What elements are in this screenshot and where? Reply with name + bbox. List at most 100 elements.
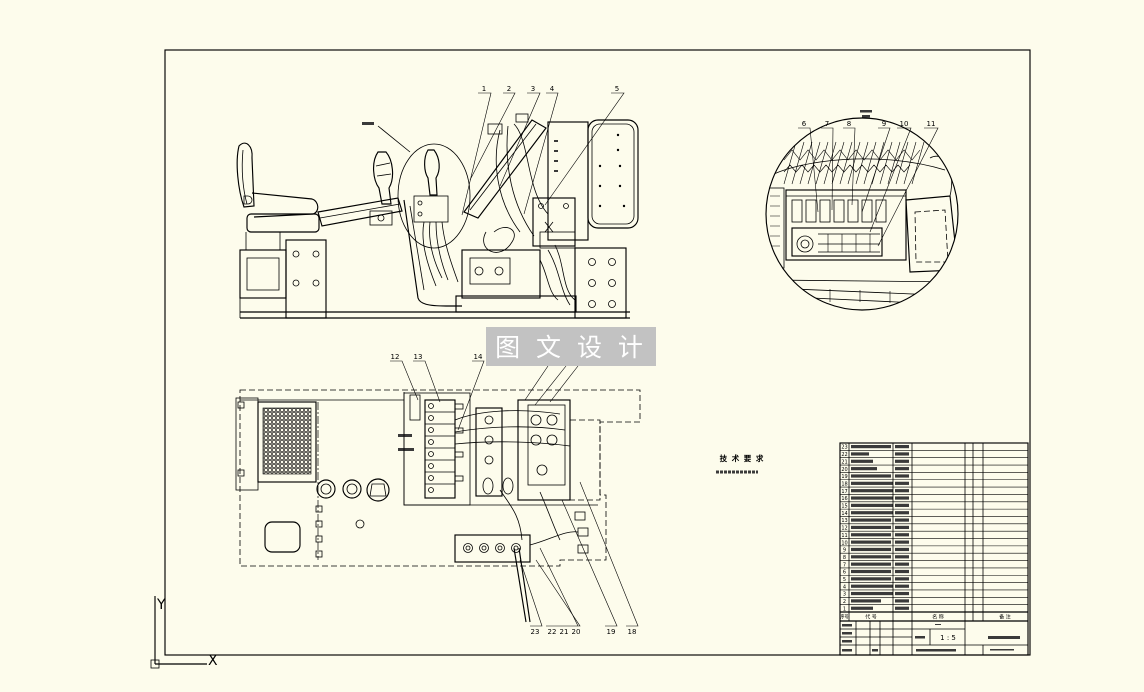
ucs-icon: Y X [150, 596, 218, 669]
parts-list-name-text [895, 599, 909, 603]
parts-list-code-text [851, 503, 893, 507]
parts-list-row-number: 3 [843, 592, 846, 598]
callout-21: 21 [560, 628, 569, 636]
callout-7: 7 [825, 120, 829, 128]
console-arm [317, 197, 403, 227]
parts-list-row-number: 2 [843, 599, 846, 605]
parts-list-code-text [851, 562, 891, 566]
header-note: 备 注 [999, 614, 1011, 621]
travel-valve [454, 534, 531, 563]
mounting-block [574, 247, 627, 319]
parts-list-row-number: 1 [843, 606, 846, 612]
parts-list-name-text [895, 591, 909, 596]
parts-list-row-number: 17 [841, 489, 847, 495]
parts-list-row-number: 14 [841, 511, 847, 517]
detail-view-a: 6 7 8 9 10 11 [765, 110, 959, 311]
parts-list-code-text [851, 533, 891, 537]
callout-22: 22 [548, 628, 557, 636]
callout-5: 5 [615, 85, 619, 93]
parts-list-code-text [851, 606, 873, 610]
parts-list-row-number: 15 [841, 504, 847, 510]
instrument-gauges [316, 478, 390, 502]
hydraulic-hoses [422, 123, 576, 306]
parts-list-row-number: 12 [841, 526, 847, 532]
parts-list-name-text [895, 459, 909, 463]
header-code: 代 号 [865, 614, 877, 621]
callout-11: 11 [927, 120, 936, 128]
parts-list-code-text [851, 555, 891, 559]
parts-list-header: 序号 代 号 名 称 备 注 [841, 614, 1011, 621]
parts-list-name-text [895, 569, 909, 574]
parts-list-name-text [895, 496, 909, 500]
parts-list-name-text [895, 562, 909, 566]
callout-13: 13 [414, 353, 423, 361]
parts-list-row-number: 7 [843, 562, 846, 568]
parts-list-row-number: 20 [841, 467, 847, 473]
control-tower [532, 119, 639, 249]
watermark-box [486, 327, 656, 366]
parts-list-code-text [851, 525, 891, 530]
callout-23: 23 [531, 628, 540, 636]
parts-list-row-number: 6 [843, 570, 846, 576]
detail-a-callout-ellipse [397, 143, 471, 249]
callout-1: 1 [482, 85, 486, 93]
parts-list-name-text [895, 489, 909, 493]
radiator-grille [235, 397, 317, 491]
callout-12: 12 [391, 353, 400, 361]
header-no: 序号 [841, 614, 849, 621]
parts-list-code-text [851, 459, 873, 463]
callout-20: 20 [572, 628, 581, 636]
seat-base [239, 249, 287, 318]
parts-list-name-text [895, 555, 909, 559]
plan-hoses [454, 410, 589, 554]
parts-list-row-number: 18 [841, 481, 847, 487]
callout-18: 18 [628, 628, 637, 636]
pilot-valve-group [517, 399, 601, 501]
parts-list-code-text [851, 540, 891, 544]
parts-list-row-number: 8 [843, 555, 846, 561]
parts-list-name-text [895, 503, 909, 507]
console-support-frame [403, 113, 547, 307]
parts-list-row-number: 22 [841, 452, 847, 458]
parts-list-row-number: 4 [843, 584, 846, 590]
main-valve-stack [403, 392, 471, 506]
side-view-drawing: 1 2 3 4 5 [236, 85, 639, 319]
parts-list-code-text [851, 474, 891, 478]
parts-list-code-text [851, 496, 893, 500]
operator-seat [236, 142, 320, 250]
watermark: 图 文 设 计 [486, 327, 656, 366]
parts-list-row-number: 10 [841, 540, 847, 546]
parts-list-row-number: 5 [843, 577, 846, 583]
ucs-x-label: X [208, 653, 218, 669]
parts-list-name-text [895, 474, 909, 478]
floor-plate [240, 311, 630, 319]
parts-list-name-text [895, 547, 909, 552]
parts-list-code-text [851, 547, 891, 552]
plan-view-callouts: 12 13 14 23 22 21 20 19 18 [390, 353, 639, 636]
callout-19: 19 [607, 628, 616, 636]
parts-list-code-text [851, 481, 893, 485]
parts-list-name-text [895, 606, 909, 610]
header-name: 名 称 [932, 614, 944, 621]
callout-14: 14 [474, 353, 483, 361]
parts-list-code-text [851, 518, 891, 522]
parts-list-name-text [895, 445, 909, 449]
callout-4: 4 [550, 85, 555, 93]
parts-list-row-number: 21 [841, 459, 847, 465]
technical-requirements: 技 术 要 求 [716, 453, 763, 474]
watermark-text: 图 文 设 计 [495, 333, 647, 362]
title-block: 1 : 5 [840, 621, 1028, 655]
parts-list-code-text [851, 569, 891, 574]
parts-list-code-text [851, 584, 893, 588]
pedestal-plate [285, 239, 327, 319]
parts-list-row-number: 13 [841, 518, 847, 524]
title-block-scale: 1 : 5 [940, 634, 956, 642]
parts-list-name-text [895, 481, 909, 485]
parts-list-code-text [851, 489, 893, 493]
travel-lever [513, 547, 531, 623]
view-a-marker [362, 122, 411, 153]
drawing-frame [164, 49, 1031, 656]
